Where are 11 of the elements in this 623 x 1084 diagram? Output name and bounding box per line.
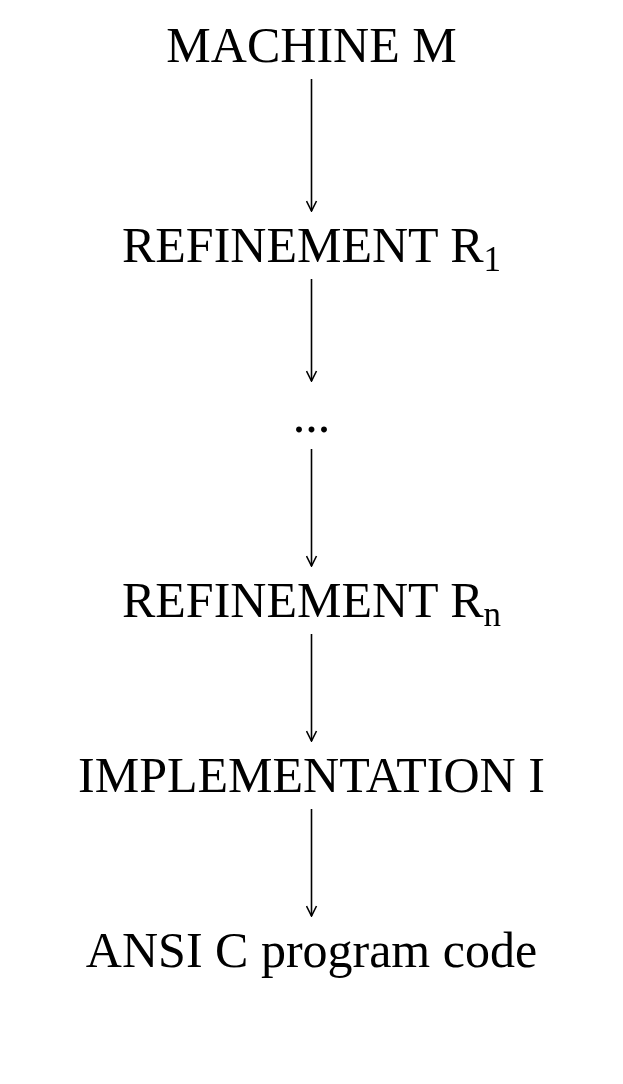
node-label: REFINEMENT R$_{n}$ (121, 571, 502, 630)
arrow (305, 448, 318, 567)
node-label: REFINEMENT R$_{1}$ (121, 216, 502, 275)
arrow (305, 633, 318, 742)
node-label: IMPLEMENTATION I (78, 746, 545, 805)
arrow (305, 278, 318, 382)
arrow (305, 808, 318, 917)
node-label: MACHINE M (166, 16, 457, 75)
node-label: ANSI C program code (85, 921, 538, 980)
arrow (305, 78, 318, 212)
node-label: ... (292, 386, 331, 445)
